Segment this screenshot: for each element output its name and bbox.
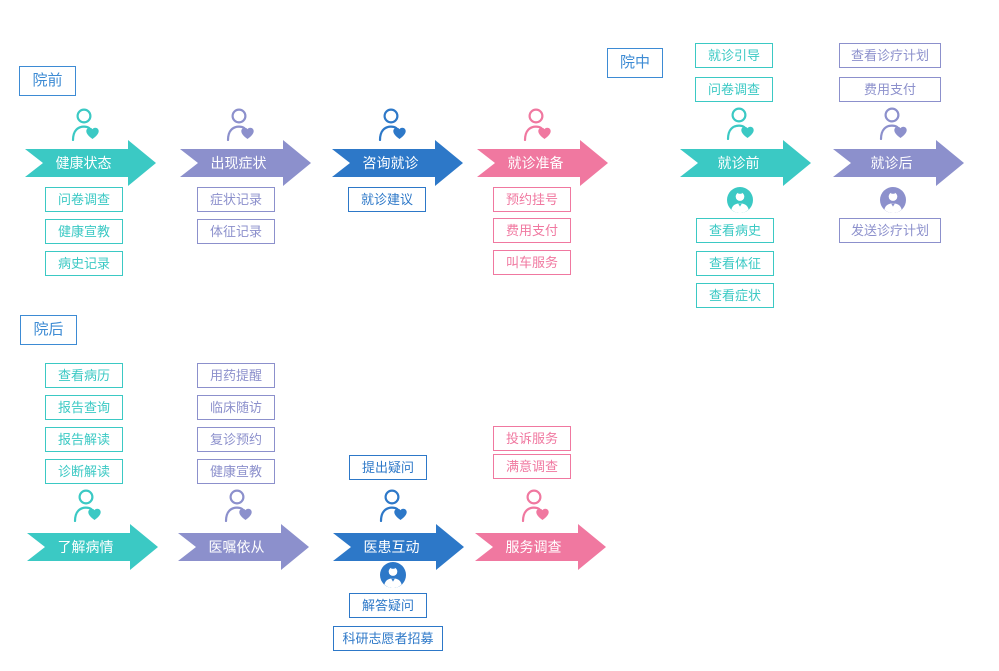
patient-heart-icon	[521, 489, 549, 522]
task-box: 临床随访	[197, 395, 275, 420]
stage-symptoms-appear: 出现症状 症状记录 体征记录	[180, 140, 311, 244]
patient-heart-icon	[71, 108, 99, 141]
patient-heart-icon	[726, 107, 754, 140]
task-box: 健康宣教	[197, 459, 275, 484]
task-box: 健康宣教	[45, 219, 123, 244]
stage-medical-compliance: 用药提醒 临床随访 复诊预约 健康宣教 医嘱依从	[178, 363, 309, 570]
stage-title: 健康状态	[55, 155, 112, 171]
section-label-in-hospital: 院中	[607, 48, 663, 78]
patient-heart-icon	[379, 489, 407, 522]
stage-doctor-patient-interaction: 提出疑问 医患互动 解答疑问 科研志愿者招募	[333, 455, 464, 651]
stage-title: 就诊前	[717, 155, 760, 171]
task-box: 复诊预约	[197, 427, 275, 452]
task-box: 症状记录	[197, 187, 275, 212]
task-box: 提出疑问	[349, 455, 427, 480]
stage-title: 医嘱依从	[208, 539, 265, 555]
task-box: 报告查询	[45, 395, 123, 420]
task-box: 查看体征	[696, 251, 774, 276]
stage-visit-preparation: 就诊准备 预约挂号 费用支付 叫车服务	[477, 140, 608, 275]
task-box: 查看诊疗计划	[839, 43, 941, 68]
staff-avatar-icon	[727, 187, 753, 213]
task-box: 预约挂号	[493, 187, 571, 212]
stage-title: 就诊准备	[507, 155, 564, 171]
stage-title: 出现症状	[210, 155, 267, 171]
section-label-pre-hospital: 院前	[19, 66, 76, 96]
task-box: 报告解读	[45, 427, 123, 452]
task-box: 病史记录	[45, 251, 123, 276]
task-box: 投诉服务	[493, 426, 571, 451]
stage-pre-visit: 就诊引导 问卷调查 就诊前 查看病史 查看体征 查看症状	[680, 43, 811, 308]
task-box: 就诊建议	[348, 187, 426, 212]
task-box: 查看病史	[696, 218, 774, 243]
task-box: 就诊引导	[695, 43, 773, 68]
patient-heart-icon	[224, 489, 252, 522]
patient-heart-icon	[378, 108, 406, 141]
task-box: 用药提醒	[197, 363, 275, 388]
stage-title: 服务调查	[505, 539, 562, 555]
task-box: 查看症状	[696, 283, 774, 308]
task-box: 诊断解读	[45, 459, 123, 484]
staff-avatar-icon	[380, 562, 406, 588]
stage-service-survey: 投诉服务 满意调查 服务调查	[475, 426, 606, 570]
task-box: 查看病历	[45, 363, 123, 388]
task-box: 科研志愿者招募	[333, 626, 443, 651]
task-box: 发送诊疗计划	[839, 218, 941, 243]
patient-heart-icon	[73, 489, 101, 522]
stage-title: 了解病情	[57, 539, 114, 555]
stage-post-visit: 查看诊疗计划 费用支付 就诊后 发送诊疗计划	[833, 43, 964, 243]
task-box: 费用支付	[493, 218, 571, 243]
stage-consult-visit: 咨询就诊 就诊建议	[332, 140, 463, 212]
patient-heart-icon	[226, 108, 254, 141]
staff-avatar-icon	[880, 187, 906, 213]
stage-title: 咨询就诊	[362, 155, 419, 171]
task-box: 解答疑问	[349, 593, 427, 618]
stage-health-status: 健康状态 问卷调查 健康宣教 病史记录	[25, 140, 156, 276]
task-box: 体征记录	[197, 219, 275, 244]
section-label-post-hospital: 院后	[20, 315, 77, 345]
task-box: 叫车服务	[493, 250, 571, 275]
patient-heart-icon	[879, 107, 907, 140]
stage-title: 医患互动	[363, 539, 420, 555]
task-box: 问卷调查	[695, 77, 773, 102]
patient-heart-icon	[523, 108, 551, 141]
task-box: 问卷调查	[45, 187, 123, 212]
task-box: 费用支付	[839, 77, 941, 102]
task-box: 满意调查	[493, 454, 571, 479]
stage-understand-condition: 查看病历 报告查询 报告解读 诊断解读 了解病情	[27, 363, 158, 570]
stage-title: 就诊后	[870, 155, 913, 171]
